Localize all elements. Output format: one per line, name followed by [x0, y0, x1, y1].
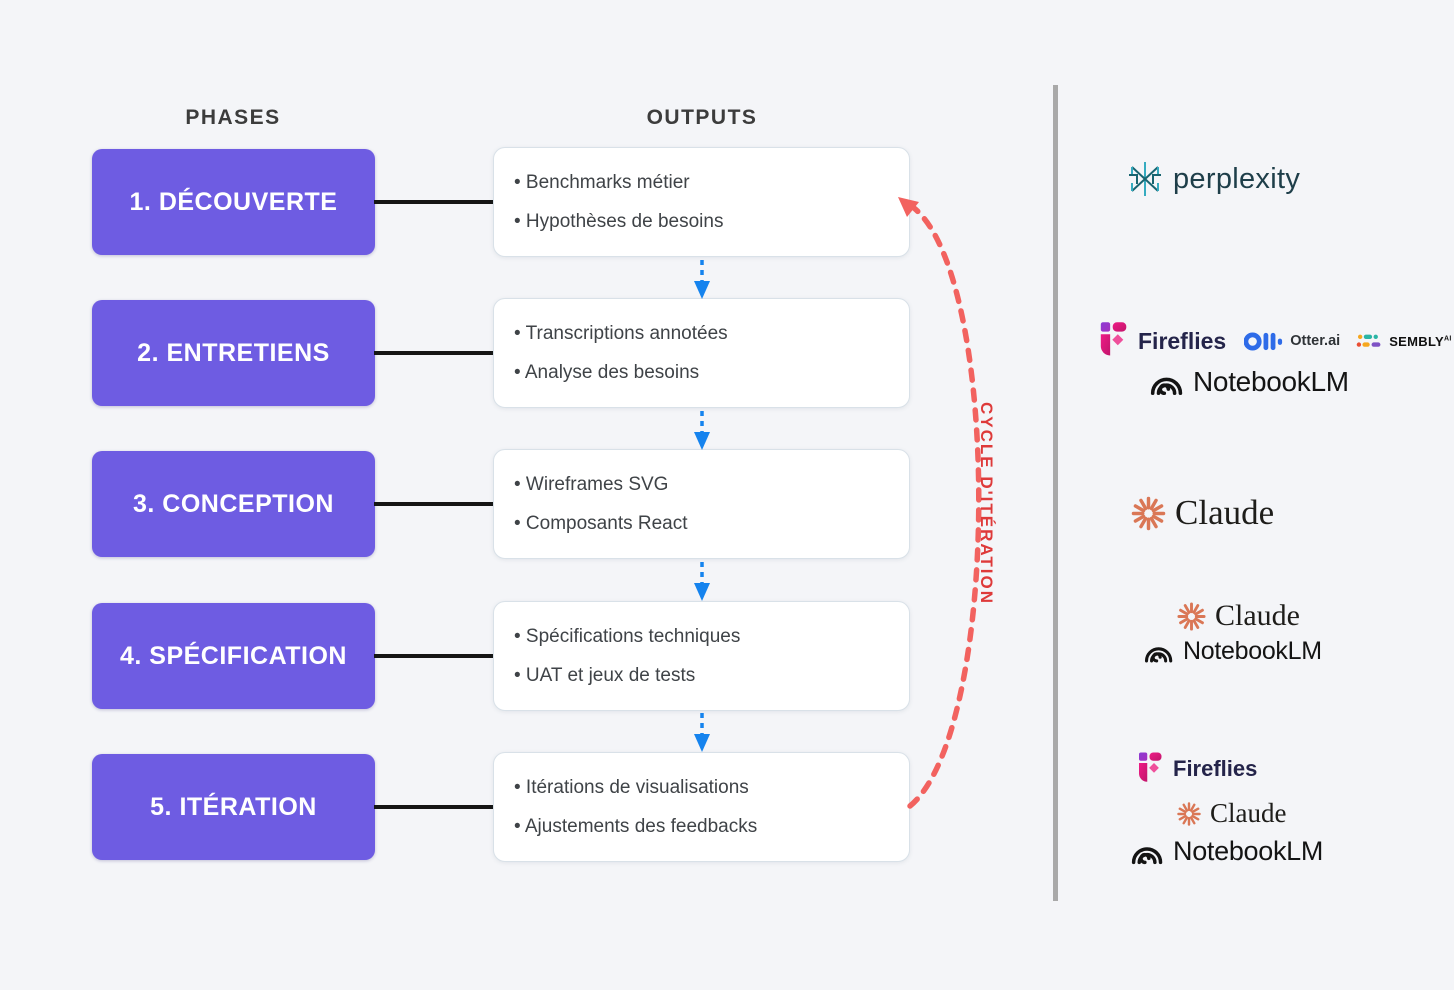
logo-row-fireflies-2: Fireflies	[1133, 749, 1257, 789]
output-box-specification: • Spécifications techniques • UAT et jeu…	[493, 601, 910, 711]
claude-icon	[1176, 601, 1207, 632]
logo-row-notebooklm-2: NotebookLM	[1144, 637, 1322, 666]
phase-box-conception: 3. CONCEPTION	[92, 451, 375, 557]
logo-row-notebooklm-3: NotebookLM	[1131, 836, 1323, 867]
claude-label: Claude	[1215, 599, 1300, 632]
phase-box-specification: 4. SPÉCIFICATION	[92, 603, 375, 709]
output-item: • Wireframes SVG	[514, 473, 669, 495]
output-item: • Analyse des besoins	[514, 361, 700, 383]
phase-label: 1. DÉCOUVERTE	[129, 187, 338, 216]
outputs-column-header: OUTPUTS	[646, 106, 758, 129]
flow-arrow-icon	[694, 260, 710, 299]
fireflies-logo: Fireflies	[1094, 319, 1226, 363]
connector-line	[374, 200, 494, 204]
sembly-logo: SEMBLYAI	[1356, 332, 1451, 351]
output-item: • Benchmarks métier	[514, 171, 690, 193]
otter-label: Otter.ai	[1290, 333, 1341, 349]
claude-label: Claude	[1175, 493, 1275, 532]
claude-icon	[1130, 495, 1167, 532]
perplexity-label: perplexity	[1173, 162, 1301, 195]
fireflies-icon	[1133, 749, 1163, 789]
output-box-decouverte: • Benchmarks métier • Hypothèses de beso…	[493, 147, 910, 257]
notebooklm-icon	[1144, 639, 1174, 664]
sembly-ai-superscript: AI	[1443, 335, 1452, 343]
output-box-iteration: • Itérations de visualisations • Ajustem…	[493, 752, 910, 862]
logo-row-claude-3: Claude	[1176, 798, 1286, 829]
fireflies-icon	[1094, 319, 1128, 363]
claude-icon	[1176, 801, 1202, 827]
flow-arrow-icon	[694, 713, 710, 752]
otter-logo: Otter.ai	[1244, 331, 1340, 352]
fireflies-label: Fireflies	[1173, 756, 1258, 781]
phase-label: 2. ENTRETIENS	[137, 338, 330, 367]
connector-line	[374, 351, 494, 355]
phase-box-iteration: 5. ITÉRATION	[92, 754, 375, 860]
connector-line	[374, 502, 494, 506]
phase-box-decouverte: 1. DÉCOUVERTE	[92, 149, 375, 255]
iteration-cycle-label: CYCLE D'ITÉRATION	[977, 402, 996, 606]
output-box-conception: • Wireframes SVG • Composants React	[493, 449, 910, 559]
phases-column-header: PHASES	[185, 106, 281, 129]
notebooklm-label: NotebookLM	[1173, 836, 1324, 866]
output-item: • Ajustements des feedbacks	[514, 815, 758, 837]
output-item: • UAT et jeux de tests	[514, 664, 696, 686]
notebooklm-label: NotebookLM	[1193, 366, 1349, 397]
logo-row-claude-1: Claude	[1130, 493, 1274, 533]
output-item: • Itérations de visualisations	[514, 776, 749, 798]
logo-row-perplexity: perplexity	[1127, 160, 1300, 198]
connector-line	[374, 805, 494, 809]
fireflies-label: Fireflies	[1138, 327, 1227, 354]
sembly-label-text: SEMBLY	[1389, 333, 1444, 349]
sembly-icon	[1356, 332, 1383, 351]
phase-box-entretiens: 2. ENTRETIENS	[92, 300, 375, 406]
output-item: • Composants React	[514, 512, 688, 534]
output-item: • Hypothèses de besoins	[514, 210, 724, 232]
phase-label: 5. ITÉRATION	[150, 792, 317, 821]
connector-line	[374, 654, 494, 658]
sembly-label: SEMBLYAI	[1389, 334, 1451, 349]
perplexity-icon	[1127, 160, 1163, 198]
notebooklm-icon	[1150, 368, 1184, 397]
output-box-entretiens: • Transcriptions annotées • Analyse des …	[493, 298, 910, 408]
phase-label: 3. CONCEPTION	[133, 489, 334, 518]
notebooklm-icon	[1131, 838, 1164, 866]
notebooklm-label: NotebookLM	[1183, 637, 1322, 665]
output-item: • Transcriptions annotées	[514, 322, 728, 344]
logo-row-claude-2: Claude	[1176, 599, 1300, 633]
otter-icon	[1244, 331, 1284, 352]
vertical-divider	[1053, 85, 1058, 901]
logo-row-transcription-tools: Fireflies Otter.ai SEMBLYAI	[1094, 319, 1452, 363]
phase-label: 4. SPÉCIFICATION	[119, 641, 347, 670]
flow-arrow-icon	[694, 411, 710, 450]
claude-label: Claude	[1210, 798, 1287, 828]
logo-row-notebooklm-1: NotebookLM	[1150, 366, 1349, 398]
flow-arrow-icon	[694, 562, 710, 601]
output-item: • Spécifications techniques	[514, 625, 741, 647]
